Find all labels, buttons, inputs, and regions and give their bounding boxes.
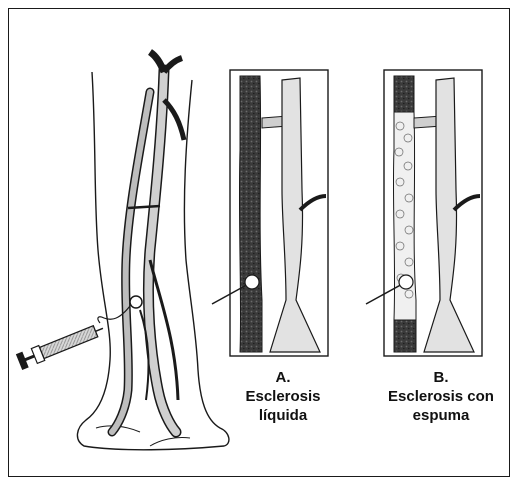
panel-b-foam-sclerosis <box>366 70 482 356</box>
caption-foam-sclerosis: B. Esclerosis con espuma <box>376 368 506 425</box>
syringe-drawing <box>16 306 130 369</box>
caption-liquid-sclerosis: A. Esclerosis líquida <box>236 368 330 425</box>
caption-b-letter: B. <box>376 368 506 387</box>
leg-veins <box>112 52 184 432</box>
caption-b-line2: espuma <box>376 406 506 425</box>
panel-a-liquid-sclerosis <box>212 70 328 356</box>
caption-a-line2: líquida <box>236 406 330 425</box>
caption-b-line1: Esclerosis con <box>376 387 506 406</box>
caption-a-letter: A. <box>236 368 330 387</box>
caption-a-line1: Esclerosis <box>236 387 330 406</box>
